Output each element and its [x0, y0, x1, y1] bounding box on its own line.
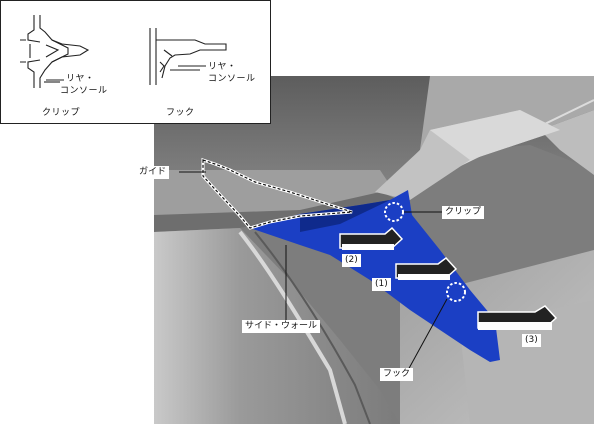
inset-leaders	[46, 65, 206, 81]
inset-clip-caption: クリップ	[42, 108, 81, 118]
clip-marker	[384, 202, 404, 222]
arrow-step-1	[395, 256, 458, 280]
step-3-label: (3)	[522, 334, 541, 347]
inset-hook-rear-console-line1: リヤ・	[208, 62, 237, 72]
highlight-shade	[300, 200, 390, 232]
hook-marker	[446, 282, 466, 302]
arrow-step-2	[339, 226, 404, 250]
guide-callout: ガイド	[136, 166, 170, 179]
hook-leader	[406, 298, 448, 373]
step-1-label: (1)	[372, 278, 391, 291]
inset-frame	[0, 0, 271, 124]
side-wall-callout: サイド・ウォール	[242, 320, 321, 333]
step-2-label: (2)	[342, 254, 361, 267]
inset-clip-rear-console-line1: リヤ・	[66, 74, 95, 84]
hook-callout: フック	[380, 368, 414, 381]
inset-hook-rear-console-line2: コンソール	[208, 74, 256, 84]
arrow-step-3	[477, 305, 558, 330]
clip-callout: クリップ	[442, 206, 485, 219]
inset-clip-rear-console-line2: コンソール	[60, 86, 108, 96]
rear-console-highlight	[250, 190, 500, 362]
inset-hook-caption: フック	[166, 108, 195, 118]
clip-drawing	[20, 15, 90, 88]
hook-drawing	[149, 28, 227, 85]
